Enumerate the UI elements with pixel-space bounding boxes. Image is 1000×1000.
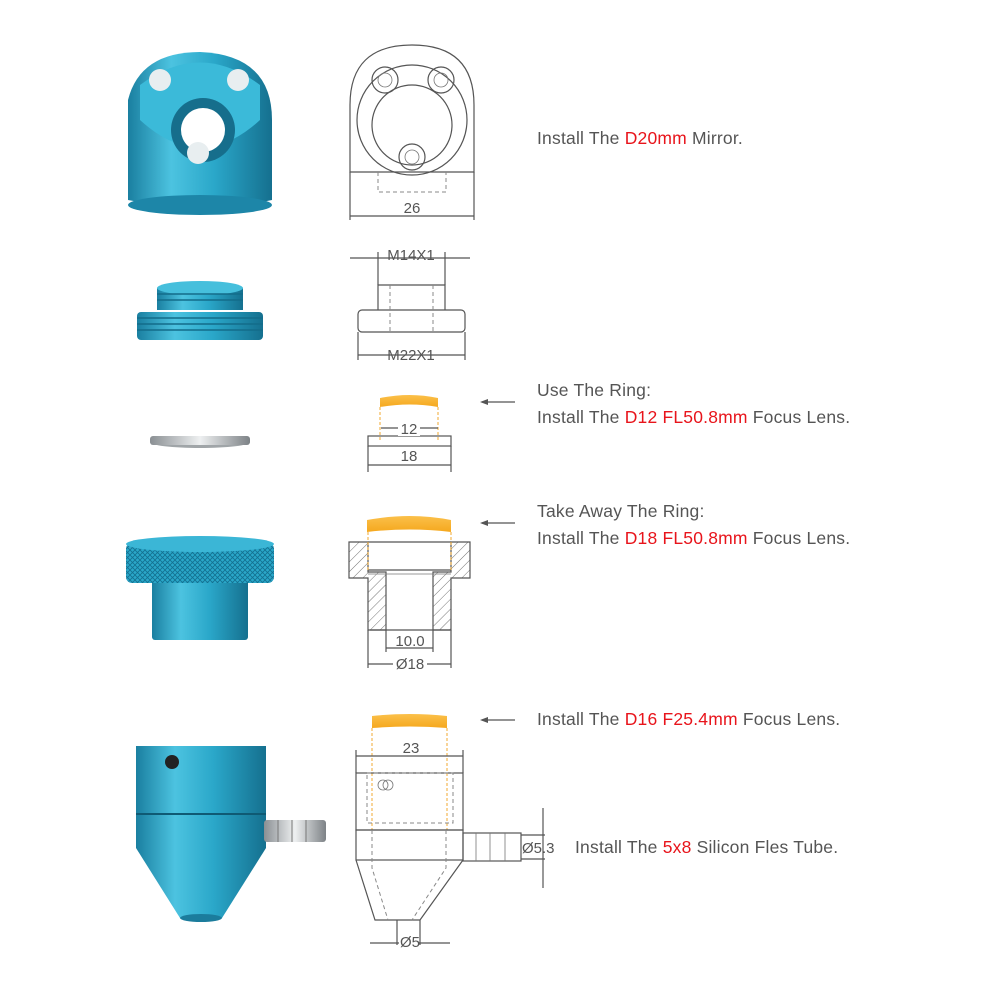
caption-text: Focus Lens.	[737, 709, 841, 729]
step-mirror-caption: Install The D20mm Mirror.	[537, 125, 743, 152]
step-d16-lens-caption: Install The D16 F25.4mm Focus Lens.	[537, 706, 840, 733]
caption-text: Silicon Fles Tube.	[691, 837, 839, 857]
caption-highlight: D12 FL50.8mm	[624, 407, 748, 427]
holder-inner-dimension: 10.0	[395, 633, 424, 650]
d12-lens	[380, 395, 438, 407]
caption-highlight: 5x8	[662, 837, 692, 857]
step-tube-caption: Install The 5x8 Silicon Fles Tube.	[575, 834, 838, 861]
threaded-adapter-drawing: M14X1 M22X1	[350, 247, 470, 364]
air-nozzle-photo	[136, 746, 326, 922]
caption-highlight: D20mm	[624, 128, 687, 148]
caption-text: Install The	[537, 128, 625, 148]
caption-text: Focus Lens.	[747, 528, 851, 548]
holder-outer-dimension: Ø18	[396, 656, 424, 673]
lens-holder-drawing: 10.0 Ø18	[348, 516, 515, 673]
caption-heading: Use The Ring:	[537, 380, 652, 400]
step-d18-lens-caption: Take Away The Ring: Install The D18 FL50…	[537, 498, 850, 552]
threaded-adapter-photo	[137, 281, 263, 340]
thread-top-dimension: M14X1	[387, 247, 435, 264]
thread-bottom-dimension: M22X1	[387, 347, 435, 364]
ring-drawing: 12 18	[367, 395, 515, 472]
caption-text: Install The	[537, 709, 625, 729]
lens-holder-photo	[126, 536, 274, 640]
caption-text: Install The	[537, 528, 625, 548]
nozzle-tip-dimension: Ø5	[400, 934, 420, 951]
step-d12-lens-caption: Use The Ring: Install The D12 FL50.8mm F…	[537, 377, 850, 431]
nozzle-tube-dimension: Ø5.3	[522, 840, 555, 857]
ring-photo	[150, 436, 250, 448]
nozzle-width-dimension: 23	[403, 740, 420, 757]
caption-highlight: D16 F25.4mm	[624, 709, 738, 729]
caption-text: Focus Lens.	[747, 407, 851, 427]
caption-heading: Take Away The Ring:	[537, 501, 705, 521]
mirror-mount-drawing: 26	[349, 44, 475, 220]
mirror-width-dimension: 26	[404, 200, 421, 217]
d18-lens	[367, 516, 451, 532]
caption-text: Install The	[575, 837, 663, 857]
d16-lens	[372, 714, 447, 728]
mirror-mount-photo	[128, 52, 272, 215]
ring-outer-dimension: 18	[401, 448, 418, 465]
caption-text: Mirror.	[686, 128, 743, 148]
ring-inner-dimension: 12	[401, 421, 418, 438]
air-nozzle-drawing: 23 Ø5.3 Ø5	[355, 714, 555, 951]
caption-text: Install The	[537, 407, 625, 427]
caption-highlight: D18 FL50.8mm	[624, 528, 748, 548]
